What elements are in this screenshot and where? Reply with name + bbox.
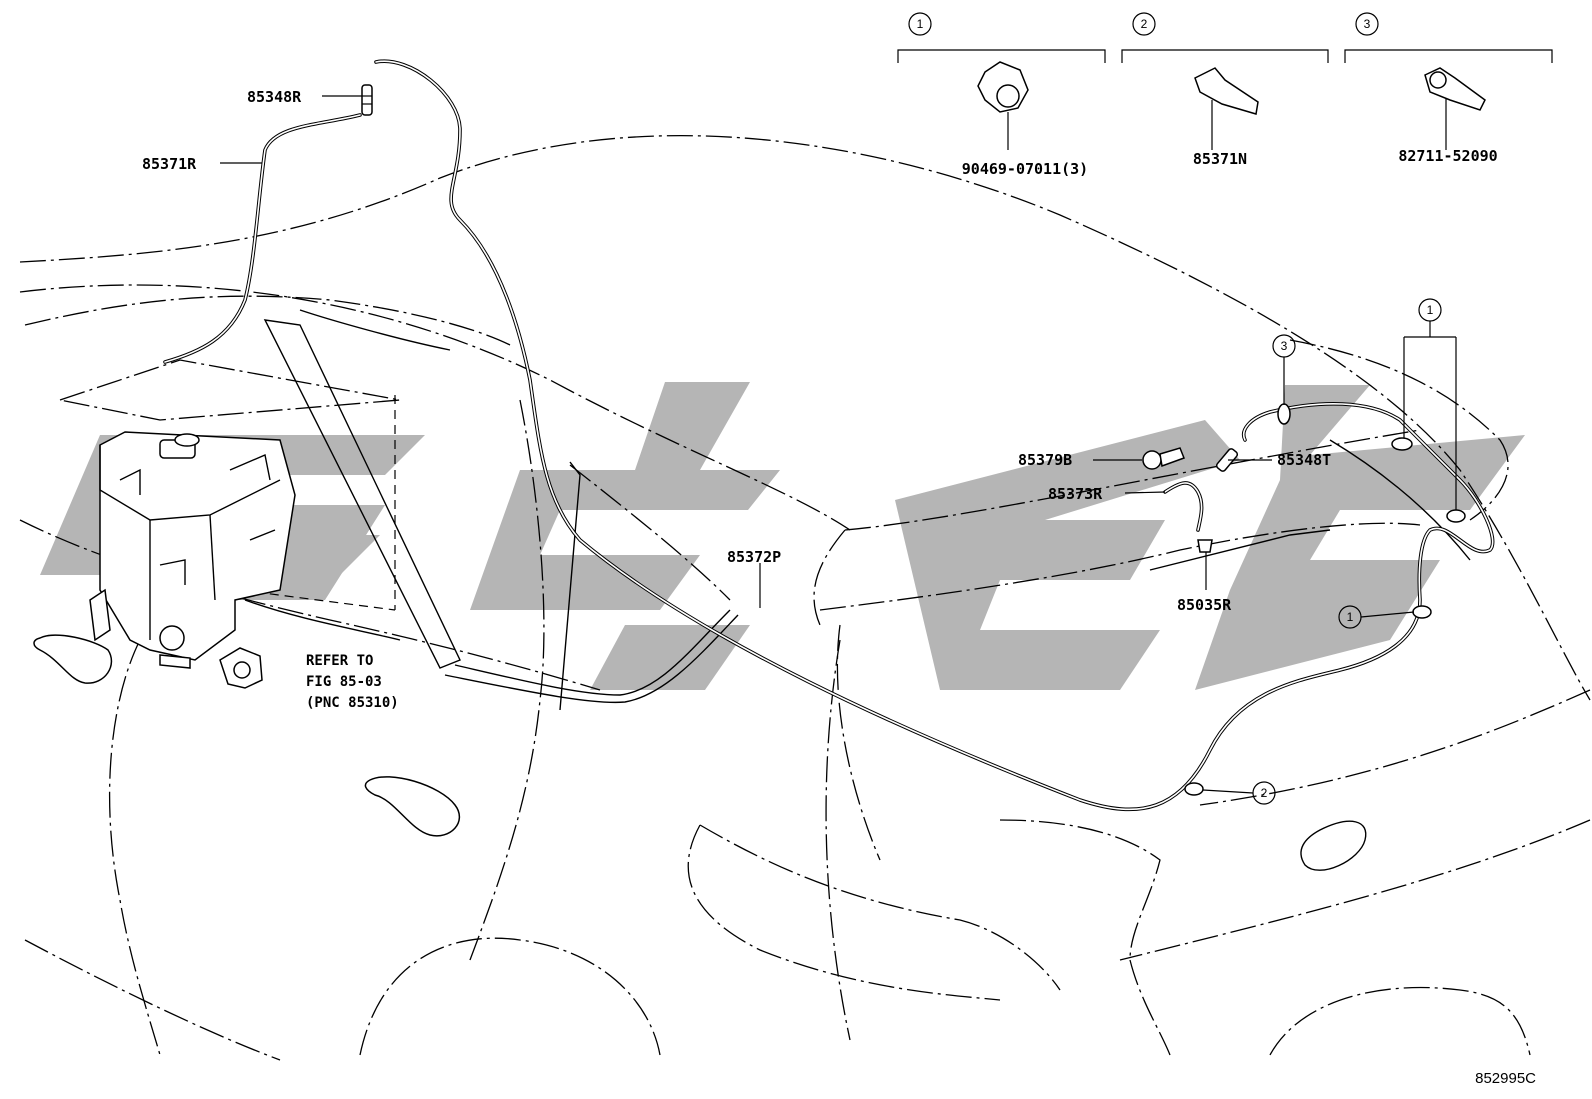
legend-part-1: 90469-07011(3) <box>962 160 1088 178</box>
washer-hose <box>163 59 1495 812</box>
washer-pump <box>219 647 263 689</box>
legend-number-3: 3 <box>1364 17 1371 31</box>
legend-part-2: 85371N <box>1193 150 1247 168</box>
refer-note-line2: FIG 85-03 <box>306 674 382 690</box>
legend-part-3: 82711-52090 <box>1398 147 1497 165</box>
label-85373R: 85373R <box>1048 485 1103 503</box>
washer-tank <box>89 431 296 669</box>
legend-number-2: 2 <box>1141 17 1148 31</box>
label-85348T: 85348T <box>1277 451 1331 469</box>
callout-1-lower: 1 <box>1347 610 1354 624</box>
callout-1-pair: 1 <box>1427 303 1434 317</box>
callout-2: 2 <box>1261 786 1268 800</box>
label-85372P: 85372P <box>727 548 781 566</box>
label-85379B: 85379B <box>1018 451 1072 469</box>
window-frame <box>239 309 1471 871</box>
label-85035R: 85035R <box>1177 596 1232 614</box>
callouts <box>1202 298 1457 805</box>
figure-code: 852995C <box>1475 1070 1536 1087</box>
legend-area <box>897 12 1553 150</box>
label-85371R: 85371R <box>142 155 197 173</box>
door-handles <box>33 634 461 837</box>
callout-3: 3 <box>1281 339 1288 353</box>
refer-note-line3: (PNC 85310) <box>306 695 399 711</box>
label-85348R: 85348R <box>247 88 302 106</box>
leader-lines <box>220 95 1272 608</box>
legend-number-1: 1 <box>917 17 924 31</box>
labels: 1 2 3 90469-07011(3) 85371N 82711-52090 … <box>142 17 1536 1087</box>
vehicle-outline <box>19 134 1591 1061</box>
refer-note-line1: REFER TO <box>306 653 373 669</box>
